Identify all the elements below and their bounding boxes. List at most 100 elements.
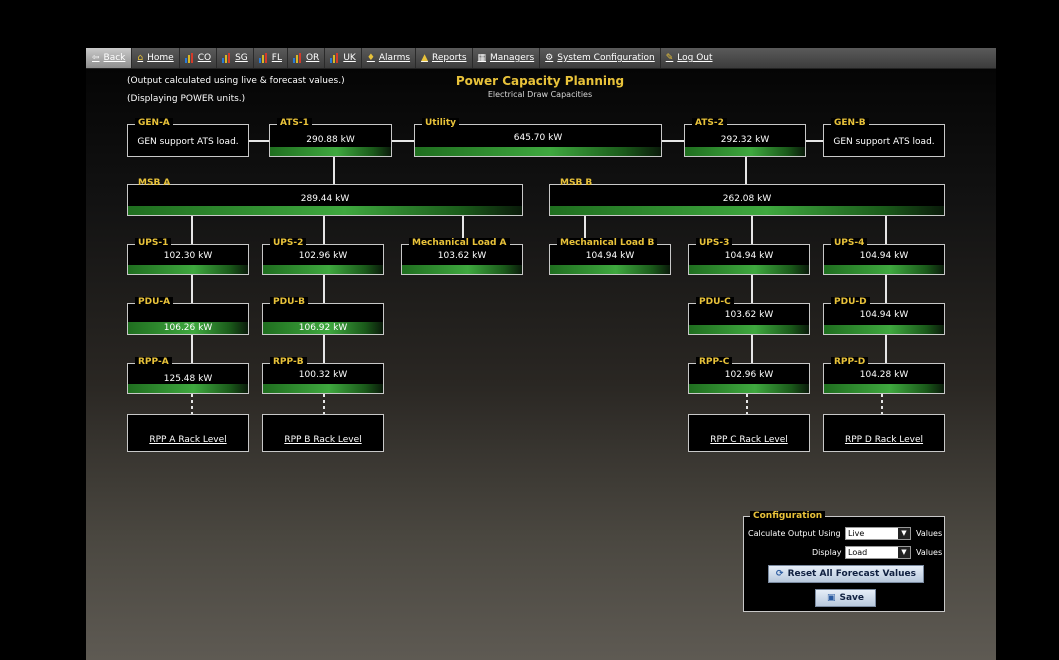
home-label: Home bbox=[147, 53, 174, 63]
connector-pdu-a-rpp-a bbox=[191, 335, 193, 363]
connector-msb-b-ups-3 bbox=[751, 216, 753, 244]
dashed-connector-rpp-c bbox=[746, 394, 748, 414]
node-value: 125.48 kW bbox=[163, 374, 213, 384]
save-button[interactable]: ▣ Save bbox=[815, 589, 876, 607]
display-select[interactable]: Load ▼ bbox=[845, 546, 911, 559]
site-label: SG bbox=[235, 53, 248, 63]
display-suffix: Values bbox=[916, 548, 943, 557]
load-bar bbox=[689, 265, 809, 274]
connector-ats-2-gen-b bbox=[806, 140, 823, 142]
node-mechanical-load-a[interactable]: Mechanical Load A 103.62 kW bbox=[401, 238, 523, 275]
node-pdu-b[interactable]: PDU-B 106.92 kW bbox=[262, 297, 384, 335]
configuration-panel: Configuration Calculate Output Using Liv… bbox=[743, 511, 945, 612]
managers-label: Managers bbox=[490, 53, 535, 63]
node-rpp-c[interactable]: RPP-C 102.96 kW bbox=[688, 357, 810, 394]
node-label: UPS-4 bbox=[831, 238, 868, 249]
node-ups-3[interactable]: UPS-3 104.94 kW bbox=[688, 238, 810, 275]
node-ups-2[interactable]: UPS-2 102.96 kW bbox=[262, 238, 384, 275]
bell-icon: ♦ bbox=[366, 53, 375, 63]
rpp-a-rack-level-button[interactable]: RPP A Rack Level bbox=[127, 414, 249, 452]
reset-forecast-button[interactable]: ⟳ Reset All Forecast Values bbox=[768, 565, 924, 583]
home-link[interactable]: ⌂Home bbox=[132, 48, 180, 68]
load-bar bbox=[824, 265, 944, 274]
node-msb-b[interactable]: MSB B 262.08 kW bbox=[549, 178, 945, 216]
node-value: 102.96 kW bbox=[724, 370, 774, 380]
node-gen-a[interactable]: GEN-A GEN support ATS load. bbox=[127, 118, 249, 157]
back-arrow-icon: ⇦ bbox=[92, 53, 100, 63]
calculate-output-label: Calculate Output Using bbox=[748, 529, 841, 538]
node-label: MSB A bbox=[138, 178, 171, 188]
site-link-or[interactable]: OR bbox=[288, 48, 326, 68]
site-link-sg[interactable]: SG bbox=[217, 48, 254, 68]
logout-link[interactable]: ✎Log Out bbox=[661, 48, 718, 68]
chevron-down-icon[interactable]: ▼ bbox=[898, 547, 910, 558]
units-note: (Displaying POWER units.) bbox=[127, 94, 246, 104]
back-button[interactable]: ⇦Back bbox=[86, 48, 133, 68]
reports-icon: ▲ bbox=[421, 53, 428, 63]
load-bar bbox=[128, 265, 248, 274]
load-bar bbox=[550, 265, 670, 274]
rpp-d-rack-level-button[interactable]: RPP D Rack Level bbox=[823, 414, 945, 452]
node-value: 103.62 kW bbox=[437, 251, 487, 261]
reports-link[interactable]: ▲Reports bbox=[416, 48, 473, 68]
node-value: 102.30 kW bbox=[163, 251, 213, 261]
node-value: 292.32 kW bbox=[720, 135, 770, 145]
rack-level-link[interactable]: RPP C Rack Level bbox=[710, 435, 788, 445]
display-label: Display bbox=[812, 548, 842, 557]
reset-forecast-label: Reset All Forecast Values bbox=[787, 569, 916, 579]
node-label: ATS-2 bbox=[692, 118, 727, 129]
site-link-fl[interactable]: FL bbox=[254, 48, 288, 68]
rack-level-link[interactable]: RPP B Rack Level bbox=[284, 435, 362, 445]
calculate-output-suffix: Values bbox=[916, 529, 943, 538]
dashed-connector-rpp-d bbox=[881, 394, 883, 414]
node-pdu-a[interactable]: PDU-A 106.26 kW bbox=[127, 297, 249, 335]
load-bar bbox=[270, 147, 391, 156]
node-msb-a[interactable]: MSB A 289.44 kW bbox=[127, 178, 523, 216]
page-subtitle: Electrical Draw Capacities bbox=[487, 90, 593, 99]
grid-icon: ▦ bbox=[477, 53, 487, 63]
site-link-co[interactable]: CO bbox=[180, 48, 218, 68]
node-pdu-d[interactable]: PDU-D 104.94 kW bbox=[823, 297, 945, 335]
load-bar bbox=[128, 322, 248, 334]
alarms-label: Alarms bbox=[378, 53, 411, 63]
node-label: PDU-B bbox=[270, 297, 308, 308]
node-gen-b[interactable]: GEN-B GEN support ATS load. bbox=[823, 118, 945, 157]
node-rpp-b[interactable]: RPP-B 100.32 kW bbox=[262, 357, 384, 394]
node-ats-1[interactable]: ATS-1 290.88 kW bbox=[269, 118, 392, 157]
save-label: Save bbox=[839, 593, 865, 603]
load-bar bbox=[415, 147, 661, 156]
bar-chart-icon bbox=[330, 53, 339, 63]
load-bar bbox=[689, 384, 809, 393]
site-label: FL bbox=[271, 53, 282, 63]
node-label: ATS-1 bbox=[277, 118, 312, 129]
rpp-c-rack-level-button[interactable]: RPP C Rack Level bbox=[688, 414, 810, 452]
node-pdu-c[interactable]: PDU-C 103.62 kW bbox=[688, 297, 810, 335]
node-utility[interactable]: Utility 645.70 kW bbox=[414, 118, 662, 157]
node-value: 102.96 kW bbox=[298, 251, 348, 261]
managers-link[interactable]: ▦Managers bbox=[473, 48, 541, 68]
rack-level-link[interactable]: RPP A Rack Level bbox=[149, 435, 227, 445]
rack-level-link[interactable]: RPP D Rack Level bbox=[844, 435, 924, 445]
node-label: RPP-B bbox=[270, 357, 307, 368]
connector-ats-1-utility bbox=[392, 140, 414, 142]
calculate-output-select[interactable]: Live ▼ bbox=[845, 527, 911, 540]
system-configuration-link[interactable]: ⚙System Configuration bbox=[540, 48, 661, 68]
rpp-b-rack-level-button[interactable]: RPP B Rack Level bbox=[262, 414, 384, 452]
node-ups-4[interactable]: UPS-4 104.94 kW bbox=[823, 238, 945, 275]
node-ups-1[interactable]: UPS-1 102.30 kW bbox=[127, 238, 249, 275]
chevron-down-icon[interactable]: ▼ bbox=[898, 528, 910, 539]
node-value: GEN support ATS load. bbox=[833, 137, 935, 147]
node-rpp-a[interactable]: RPP-A 125.48 kW bbox=[127, 357, 249, 394]
alarms-link[interactable]: ♦Alarms bbox=[362, 48, 417, 68]
site-label: OR bbox=[305, 53, 320, 63]
node-value: 104.94 kW bbox=[724, 251, 774, 261]
node-mechanical-load-b[interactable]: Mechanical Load B 104.94 kW bbox=[549, 238, 671, 275]
connector-pdu-c-rpp-c bbox=[751, 335, 753, 363]
node-ats-2[interactable]: ATS-2 292.32 kW bbox=[684, 118, 806, 157]
node-rpp-d[interactable]: RPP-D 104.28 kW bbox=[823, 357, 945, 394]
load-bar bbox=[824, 384, 944, 393]
logout-icon: ✎ bbox=[665, 53, 674, 63]
connector-gen-a-ats-1 bbox=[249, 140, 269, 142]
navigation-toolbar: ⇦Back ⌂Home CO SG FL OR UK ♦Alarms ▲Repo… bbox=[86, 48, 996, 69]
site-link-uk[interactable]: UK bbox=[325, 48, 362, 68]
